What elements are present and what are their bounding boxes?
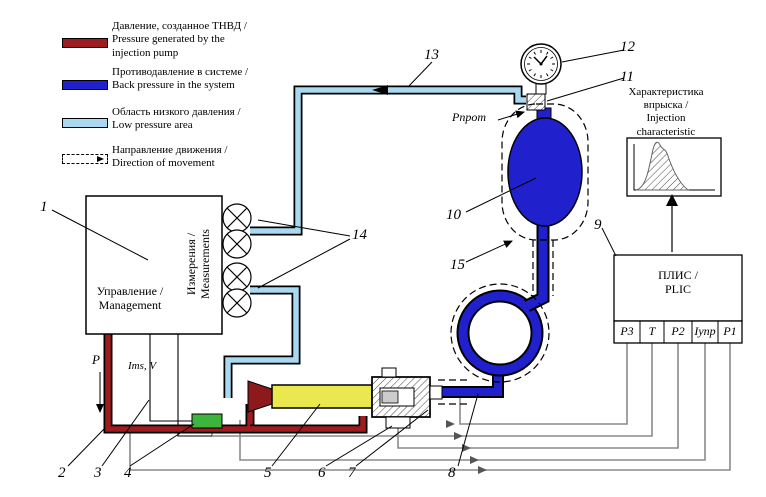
low-pressure-pipes: [223, 85, 526, 398]
legend-swatch-low-pressure: [62, 118, 108, 128]
control-lines: [149, 334, 212, 437]
management-unit: [85, 195, 223, 335]
injector-body: [271, 384, 373, 409]
callout-6: 6: [318, 465, 326, 481]
p-prot-arrow: [497, 110, 525, 121]
injection-characteristic-chart: [626, 137, 722, 197]
outlet-fitting: [429, 385, 443, 400]
flow-arrow-left-icon: [372, 85, 388, 95]
callout-4: 4: [124, 465, 132, 481]
callout-3: 3: [94, 465, 102, 481]
legend-swatch-direction: [62, 154, 108, 164]
callout-9: 9: [594, 217, 602, 233]
signal-flow-arrows: [446, 420, 487, 474]
callout-7: 7: [348, 465, 356, 481]
ims-v-label: Ims, V: [128, 360, 157, 372]
gauge-2: [222, 229, 252, 259]
solenoid-connector: [385, 416, 411, 429]
plic-label: ПЛИС / PLIC: [658, 268, 698, 297]
measurements-label: Измерения / Measurements: [184, 229, 213, 299]
plic-output-arrow-icon: [666, 194, 678, 206]
legend-label-direction: Направление движения / Direction of move…: [112, 144, 228, 170]
plic-input-p3: P3: [620, 324, 634, 338]
gauge-3: [222, 262, 252, 292]
callout-leaders: [51, 49, 625, 467]
plic-input-p2: P2: [671, 324, 685, 338]
gauge-1: [222, 203, 252, 233]
high-pressure-fitting: [247, 380, 273, 413]
callout-10: 10: [446, 207, 461, 223]
callout-5: 5: [264, 465, 272, 481]
callout-13: 13: [424, 47, 439, 63]
plic-input-t: T: [648, 324, 656, 338]
manometer-clock: [520, 43, 562, 95]
legend-swatch-back-pressure: [62, 80, 108, 90]
gauges: [222, 203, 252, 318]
control-sensor-block: [191, 413, 223, 429]
pressure-accumulator: [507, 107, 583, 227]
injection-characteristic-title: Характеристика впрыска / Injection chara…: [628, 86, 704, 138]
callout-12: 12: [620, 39, 635, 55]
injection-rate-curve: [635, 141, 690, 191]
plic-input-p1: P1: [723, 324, 737, 338]
callout-8: 8: [448, 465, 456, 481]
plic-input-iupr: Iупр: [694, 324, 716, 338]
legend-swatch-pump-pressure: [62, 38, 108, 48]
gauge-4: [222, 288, 252, 318]
callout-15: 15: [450, 257, 465, 273]
back-pressure-circuit: [440, 224, 550, 398]
movement-envelope: [438, 103, 589, 405]
legend-label-pump-pressure: Давление, созданное ТНВД / Pressure gene…: [112, 20, 247, 59]
sensor-tap-top: [381, 367, 397, 378]
injector-assembly: [191, 367, 443, 429]
callout-1: 1: [40, 199, 48, 215]
legend-label-back-pressure: Противодавление в системе / Back pressur…: [112, 66, 249, 92]
p-prot-label: Pпрот: [452, 110, 486, 124]
management-label: Управление / Management: [96, 284, 164, 313]
callout-14: 14: [352, 227, 367, 243]
pump-pressure-pipes: [103, 334, 368, 434]
pressure-label: P: [92, 352, 100, 367]
callout-11: 11: [620, 69, 634, 85]
plic-unit: [613, 194, 743, 344]
direction-arrow-icon: [97, 156, 104, 162]
legend-label-low-pressure: Область низкого давления / Low pressure …: [112, 106, 241, 132]
throttle-valve: [526, 93, 546, 111]
callout-2: 2: [58, 465, 66, 481]
